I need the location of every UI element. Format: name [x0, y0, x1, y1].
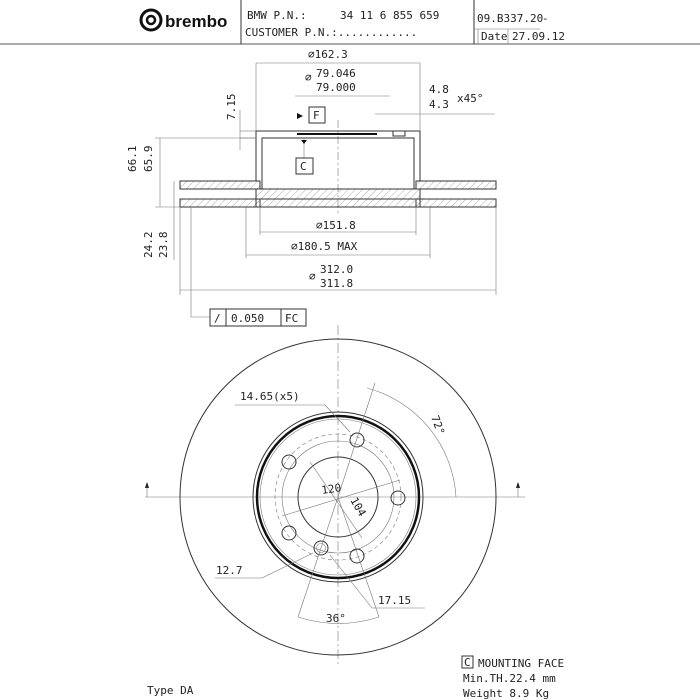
bolt-hole: [281, 454, 297, 470]
customer-pn-label: CUSTOMER P.N.:............: [245, 26, 417, 39]
notes: C MOUNTING FACE Min.TH.22.4 mm Weight 8.…: [147, 655, 564, 700]
runout-tolerance-frame: / 0.050 FC: [209, 308, 307, 327]
chamfer-min: 4.3: [429, 98, 449, 111]
bore-symbol: ∅: [305, 71, 312, 84]
bolt-hole: [349, 548, 365, 564]
side-section-view: ∅162.3 ∅ 79.046 79.000 4.8 4.3 x45° 7.15…: [126, 48, 497, 327]
oem-number: 34 11 6 855 659: [340, 9, 439, 22]
bolt-hole: [390, 490, 406, 506]
hole-17-15: 17.15: [378, 594, 411, 607]
center-bore-dimension: 104: [347, 495, 368, 519]
hat-diameter: ∅162.3: [308, 48, 348, 61]
runout-symbol: /: [214, 312, 221, 325]
bore-min: 79.000: [316, 81, 356, 94]
datum-f-arrow-icon: [297, 113, 303, 119]
bore-max: 79.046: [316, 67, 356, 80]
note-datum-c: C: [464, 656, 471, 669]
date-value: 27.09.12: [512, 30, 565, 43]
angle-36: 36°: [326, 612, 346, 625]
part-number: 09.B337.20: [477, 12, 543, 25]
note-weight: Weight 8.9 Kg: [463, 687, 549, 700]
brand-logo-text: brembo: [165, 12, 227, 31]
bolt-hole-dimension: 14.65(x5): [240, 390, 300, 403]
brembo-logo: brembo: [139, 8, 227, 32]
height-min: 65.9: [142, 146, 155, 173]
chamfer-angle: x45°: [457, 92, 484, 105]
outer-min: 311.8: [320, 277, 353, 290]
front-view: 14.65(x5) 72° 120 104 12.7 17.15 36°: [145, 325, 525, 665]
oem-label: BMW P.N.:: [247, 9, 307, 22]
runout-value: 0.050: [231, 312, 264, 325]
angle-72: 72°: [428, 414, 447, 437]
runout-datums: FC: [285, 312, 298, 325]
outer-max: 312.0: [320, 263, 353, 276]
max-diameter: ∅180.5 MAX: [291, 240, 358, 253]
part-suffix: -: [542, 12, 549, 25]
inner-diameter: ∅151.8: [316, 219, 356, 232]
date-label: Date: [481, 30, 508, 43]
type-label: Type DA: [147, 684, 194, 697]
note-mounting-face: MOUNTING FACE: [478, 657, 564, 670]
hat-thickness: 7.15: [225, 94, 238, 121]
thickness-max: 24.2: [142, 232, 155, 259]
datum-f-label: F: [313, 109, 320, 122]
outer-symbol: ∅: [309, 270, 316, 283]
pcd-dimension: 120: [321, 481, 342, 497]
thickness-min: 23.8: [157, 232, 170, 259]
hole-12-7: 12.7: [216, 564, 243, 577]
note-min-thickness: Min.TH.22.4 mm: [463, 672, 556, 685]
bolt-hole: [281, 525, 297, 541]
datum-c-arrow-icon: [301, 140, 307, 144]
datum-c-label: C: [300, 160, 307, 173]
bolt-hole: [349, 432, 365, 448]
chamfer-max: 4.8: [429, 83, 449, 96]
bolt-holes: [281, 432, 406, 564]
title-block: brembo BMW P.N.: 34 11 6 855 659 CUSTOME…: [0, 0, 700, 45]
height-max: 66.1: [126, 146, 139, 173]
disc-outer-edge: [179, 338, 497, 656]
locating-hole: [313, 540, 329, 556]
